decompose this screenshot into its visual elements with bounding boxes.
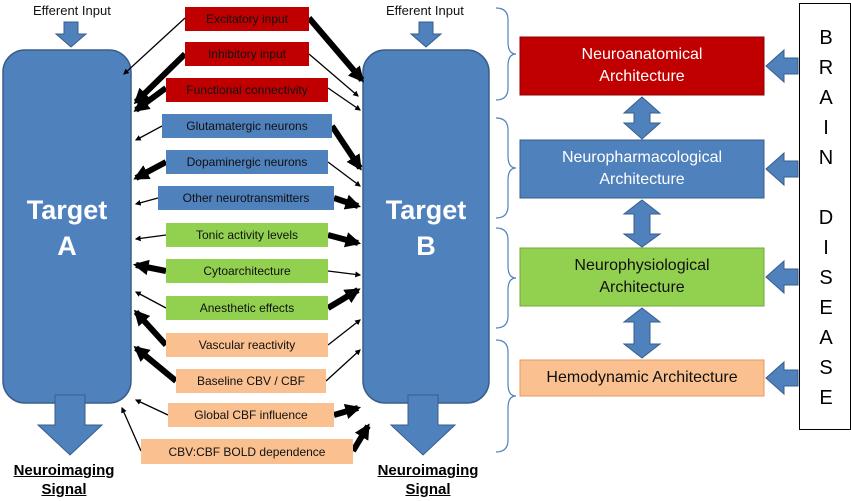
brain-disease-letter: R <box>818 57 834 79</box>
factor-cbv-cbf-bold-dependence: CBV:CBF BOLD dependence <box>141 439 353 464</box>
double-arrow-2 <box>622 199 662 248</box>
arch-neuropharmacological-line1: Neuropharmacological <box>561 149 723 166</box>
brain-disease-letter: N <box>818 147 834 169</box>
neuroimaging-signal-a: Neuroimaging Signal <box>0 461 128 499</box>
factor-baseline-cbv-cbf: Baseline CBV / CBF <box>176 369 326 393</box>
disease-arrow-2 <box>765 151 799 187</box>
target-a-title-line2: A <box>57 231 77 261</box>
bracket-hemodynamic <box>495 339 517 453</box>
conn-glutamatergic-a <box>134 125 163 141</box>
conn-othernt-b <box>333 194 361 210</box>
conn-global-a <box>134 399 169 416</box>
factor-vascular-reactivity: Vascular reactivity <box>166 333 328 357</box>
output-arrow-b <box>389 394 457 456</box>
conn-cyto-a <box>132 259 167 276</box>
arch-neuroanatomical-line1: Neuroanatomical <box>581 46 703 63</box>
factor-glutamatergic-neurons: Glutamatergic neurons <box>162 114 332 138</box>
arch-box-neurophysiological <box>519 247 765 307</box>
conn-global-b <box>333 404 361 419</box>
target-b-title: Target B <box>363 192 489 264</box>
conn-functional-a <box>133 85 168 113</box>
brain-disease-letter: D <box>818 207 834 229</box>
disease-arrow-3 <box>765 259 799 295</box>
conn-functional-b <box>327 87 361 111</box>
conn-dopaminergic-b <box>327 161 361 187</box>
factor-anesthetic-effects: Anesthetic effects <box>166 296 328 320</box>
signal-a-line1: Neuroimaging <box>13 462 115 479</box>
efferent-input-label-b: Efferent Input <box>386 3 464 18</box>
factor-dopaminergic-neurons: Dopaminergic neurons <box>166 150 328 174</box>
conn-anesthetic-a <box>134 291 167 309</box>
arch-box-neuropharmacological <box>519 139 765 199</box>
target-a-title: Target A <box>3 192 131 264</box>
neuroimaging-signal-b: Neuroimaging Signal <box>364 461 492 499</box>
conn-cyto-b <box>327 270 362 278</box>
factor-tonic-activity-levels: Tonic activity levels <box>166 223 328 247</box>
brain-disease-letter: I <box>823 237 829 259</box>
brain-disease-letter: S <box>819 267 833 289</box>
conn-vascular-a <box>133 309 169 348</box>
arch-neurophysiological-line1: Neurophysiological <box>574 257 710 274</box>
conn-baseline-a <box>133 345 178 384</box>
conn-vascular-b <box>327 319 361 346</box>
disease-arrow-1 <box>765 48 799 84</box>
bracket-neuroanatomical <box>495 7 517 101</box>
efferent-input-label-a: Efferent Input <box>33 3 111 18</box>
factor-other-neurotransmitters: Other neurotransmitters <box>158 186 334 210</box>
target-b-title-line1: Target <box>385 195 467 225</box>
conn-tonic-b <box>327 232 362 248</box>
brain-disease-letter: S <box>819 357 833 379</box>
factor-inhibitory-input: Inhibitory input <box>185 42 309 66</box>
brain-disease-letter: E <box>819 297 833 319</box>
brain-disease-letter: E <box>819 387 833 409</box>
factor-cytoarchitecture: Cytoarchitecture <box>166 259 328 283</box>
signal-b-line1: Neuroimaging <box>377 462 479 479</box>
conn-tonic-a <box>134 234 167 242</box>
disease-arrow-4 <box>765 360 799 396</box>
conn-baseline-b <box>325 349 361 382</box>
output-arrow-a <box>36 394 104 456</box>
target-a-title-line1: Target <box>26 195 108 225</box>
brain-disease-letter: A <box>819 87 833 109</box>
arch-box-neuroanatomical <box>519 36 765 96</box>
arch-neurophysiological-line2: Architecture <box>599 279 685 296</box>
conn-excitatory-a <box>123 17 186 75</box>
factor-functional-connectivity: Functional connectivity <box>166 78 328 102</box>
factor-global-cbf-influence: Global CBF influence <box>168 403 334 427</box>
target-b-title-line2: B <box>416 231 436 261</box>
conn-othernt-a <box>134 197 159 206</box>
conn-dopaminergic-a <box>133 159 168 181</box>
conn-inhibitory-a <box>133 51 188 105</box>
arch-neuropharmacological-line2: Architecture <box>599 171 685 188</box>
double-arrow-1 <box>622 96 662 140</box>
signal-a-line2: Signal <box>41 481 87 498</box>
brain-disease-letter: I <box>823 117 829 139</box>
arch-hemodynamic-line1: Hemodynamic Architecture <box>546 369 738 386</box>
bracket-neuropharmacological <box>495 117 517 219</box>
arch-neuroanatomical-line2: Architecture <box>599 68 685 85</box>
arch-label-hemodynamic: Hemodynamic Architecture <box>520 360 764 396</box>
brain-disease-letter: A <box>819 327 833 349</box>
signal-b-line2: Signal <box>405 481 451 498</box>
double-arrow-3 <box>622 307 662 359</box>
efferent-input-arrow-b <box>409 21 443 48</box>
factor-excitatory-input: Excitatory input <box>185 7 309 31</box>
arch-box-hemodynamic <box>519 359 765 397</box>
conn-bold-b <box>350 423 371 453</box>
conn-bold-a <box>121 406 142 452</box>
conn-anesthetic-b <box>326 287 361 311</box>
conn-inhibitory-b <box>308 53 359 97</box>
factor-connectors <box>121 16 371 453</box>
conn-glutamatergic-b <box>329 124 363 171</box>
brain-disease-letter: B <box>819 27 833 49</box>
efferent-input-arrow-a <box>54 21 88 48</box>
conn-excitatory-b <box>306 16 365 83</box>
bracket-neurophysiological <box>495 227 517 329</box>
